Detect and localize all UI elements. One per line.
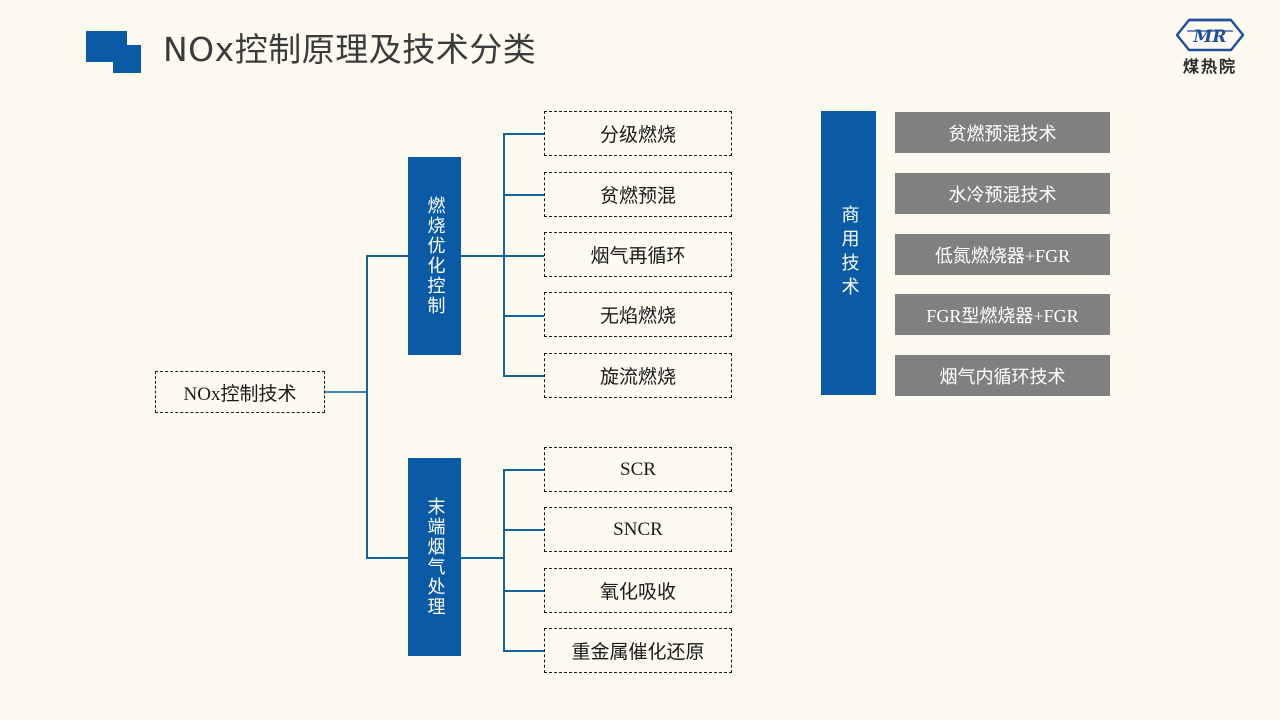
- connector-branch2-child-1: [503, 469, 545, 471]
- leaf-node-flameless-combustion[interactable]: 无焰燃烧: [544, 292, 732, 337]
- leaf-node-flue-gas-recirculation[interactable]: 烟气再循环: [544, 232, 732, 277]
- connector-branch1-child-3: [503, 255, 545, 257]
- connector-branch1-spine: [503, 133, 505, 376]
- connector-branch1-child-2: [503, 194, 545, 196]
- commercial-item-lean-premix[interactable]: 贫燃预混技术: [895, 112, 1110, 153]
- logo-name: 煤热院: [1182, 57, 1237, 76]
- logo: MR 煤热院: [1162, 18, 1258, 82]
- leaf-node-staged-combustion[interactable]: 分级燃烧: [544, 111, 732, 156]
- connector-branch2-child-3: [503, 590, 545, 592]
- leaf-node-scr[interactable]: SCR: [544, 447, 732, 492]
- page-title: NOx控制原理及技术分类: [163, 30, 537, 69]
- leaf-node-sncr[interactable]: SNCR: [544, 507, 732, 552]
- connector-branch2-stem: [461, 557, 505, 559]
- connector-root-to-trunk: [325, 391, 367, 393]
- header-accent-square-small: [113, 45, 141, 73]
- commercial-item-internal-flue-gas-recirculation[interactable]: 烟气内循环技术: [895, 355, 1110, 396]
- root-node-nox-control-technology[interactable]: NOx控制技术: [155, 371, 325, 413]
- commercial-item-low-nox-burner-fgr[interactable]: 低氮燃烧器+FGR: [895, 234, 1110, 275]
- branch-node-combustion-optimization[interactable]: 燃烧优化控制: [408, 157, 461, 355]
- commercial-technology-header[interactable]: 商用技术: [821, 111, 876, 395]
- commercial-item-fgr-burner-fgr[interactable]: FGR型燃烧器+FGR: [895, 294, 1110, 335]
- connector-trunk-to-branch-1: [366, 255, 410, 257]
- connector-trunk-vertical: [366, 255, 368, 558]
- connector-branch1-child-1: [503, 133, 545, 135]
- connector-branch2-child-2: [503, 529, 545, 531]
- leaf-node-swirl-combustion[interactable]: 旋流燃烧: [544, 353, 732, 398]
- connector-branch1-stem: [461, 255, 505, 257]
- leaf-node-oxidative-absorption[interactable]: 氧化吸收: [544, 568, 732, 613]
- leaf-node-heavy-metal-catalytic-reduction[interactable]: 重金属催化还原: [544, 628, 732, 673]
- connector-branch1-child-4: [503, 315, 545, 317]
- connector-branch1-child-5: [503, 375, 545, 377]
- svg-text:MR: MR: [1193, 27, 1227, 47]
- connector-branch2-spine: [503, 469, 505, 650]
- logo-badge-mr-icon: MR: [1175, 18, 1245, 52]
- leaf-node-lean-premix[interactable]: 贫燃预混: [544, 172, 732, 217]
- commercial-item-water-cooled-premix[interactable]: 水冷预混技术: [895, 173, 1110, 214]
- connector-branch2-child-4: [503, 650, 545, 652]
- connector-trunk-to-branch-2: [366, 557, 410, 559]
- branch-node-flue-gas-treatment[interactable]: 末端烟气处理: [408, 458, 461, 656]
